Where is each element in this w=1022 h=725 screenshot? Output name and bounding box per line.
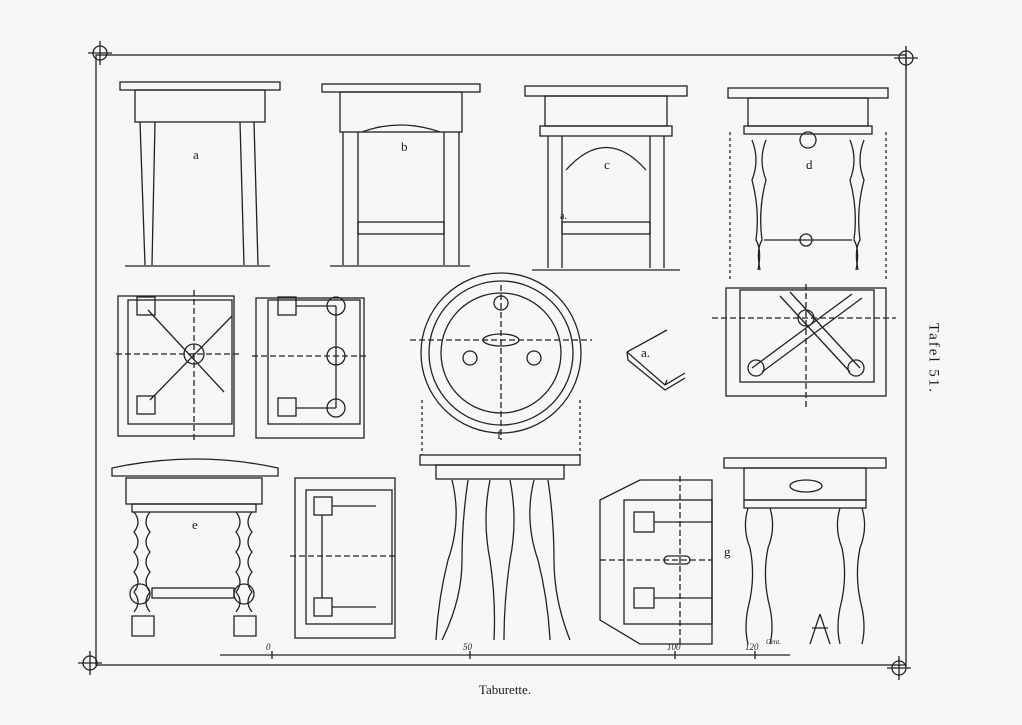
plan-view-e (290, 477, 396, 639)
plan-view-g (599, 476, 713, 646)
plan-view-2 (252, 296, 366, 439)
scale-label-100: 100 (667, 642, 681, 652)
figure-label-f: f (497, 427, 502, 442)
stool-a-drawing (119, 81, 281, 267)
stool-f-drawing (419, 454, 581, 641)
figure-label-d: d (806, 157, 813, 172)
detail-label-a-small: a. (560, 211, 567, 222)
stool-b-drawing (321, 83, 481, 267)
plate-number: Tafel 51. (925, 322, 942, 395)
figure-label-a: a (193, 147, 199, 162)
stool-e-drawing (111, 458, 279, 637)
plan-view-1 (116, 290, 240, 440)
plate-caption: Taburette. (478, 682, 532, 697)
scale-bar (220, 651, 790, 659)
board-detail-drawing (626, 329, 686, 391)
stool-d-drawing (727, 87, 889, 280)
scale-unit: Cent. (766, 638, 781, 646)
scale-label-120: 120 (745, 642, 759, 652)
figure-label-e: e (192, 517, 198, 532)
figure-label-b: b (401, 139, 408, 154)
detail-label-a: a. (641, 345, 651, 360)
figure-label-c: c (604, 157, 610, 172)
figure-label-g: g (724, 544, 731, 559)
scale-label-0: 0 (266, 642, 271, 652)
stool-g-drawing (723, 457, 887, 645)
plan-view-d (712, 284, 896, 410)
scale-label-50: 50 (463, 642, 472, 652)
stool-f-top-drawing (410, 272, 592, 455)
frame-border (95, 54, 907, 666)
stool-c-drawing (524, 85, 688, 271)
monogram-mark (809, 613, 831, 645)
corner-marks (78, 41, 918, 680)
